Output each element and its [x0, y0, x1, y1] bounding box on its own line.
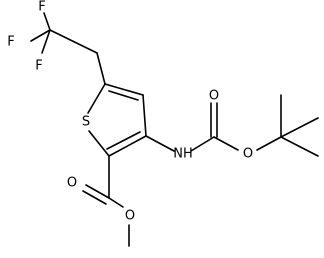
bond-cf3-f3 [41, 29, 51, 54]
atom-f3: F [35, 59, 42, 74]
bond-c4-c3 [142, 94, 147, 137]
bond-c3-c2 [108, 135, 147, 157]
atom-o-carbamate-carbonyl: O [209, 89, 219, 104]
atom-f1: F [38, 0, 45, 15]
atom-o-ester-carbonyl: O [67, 176, 77, 191]
bond-n-ccarb [190, 136, 215, 152]
bond-cf3-f1 [43, 12, 51, 31]
bond-c3-c2-double [106, 131, 141, 150]
atom-nh: NH [173, 147, 193, 162]
bond-cester-oether [108, 197, 124, 208]
bond-c2-s [88, 130, 110, 157]
bond-cester-o-double-a [85, 184, 110, 199]
bond-c5-c4-double [108, 90, 139, 101]
bond-c3-n [145, 135, 175, 152]
bond-ccarb-oether [213, 136, 239, 151]
bond-s-c5 [87, 83, 106, 114]
bond-oether-ctbu [256, 136, 282, 151]
bond-ctbu-me2 [280, 117, 319, 138]
atom-o-carbamate-ether: O [243, 147, 253, 162]
bond-cf3-ch2 [49, 29, 98, 54]
bond-cf3-f2 [30, 29, 51, 42]
bond-cester-o-double-b [82, 190, 107, 205]
atom-o-ester-ether: O [125, 209, 135, 224]
bond-ch2-c5 [96, 52, 106, 85]
atom-f2: F [7, 35, 14, 50]
bond-c5-c4 [104, 83, 144, 96]
bond-ctbu-me3 [280, 136, 319, 157]
atom-sulfur: S [82, 115, 90, 130]
